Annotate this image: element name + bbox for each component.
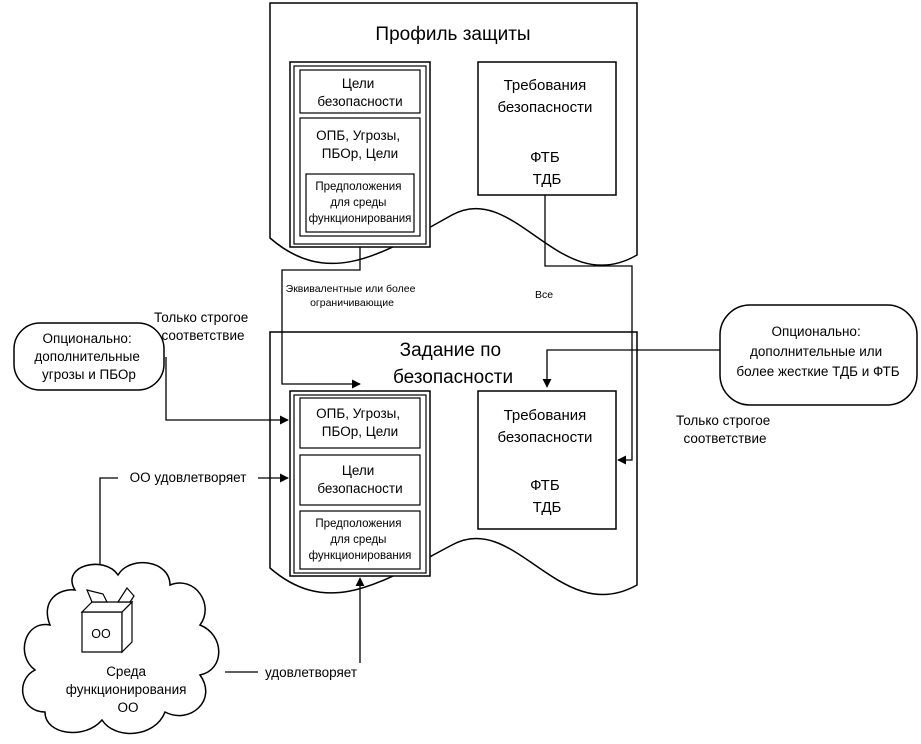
pp-requirements-text: Требования безопасности ФТБ ТДБ <box>498 77 597 188</box>
pp-security-objectives-box <box>299 69 421 114</box>
all-label: Все <box>535 289 553 301</box>
environment-cloud: ОО Среда функционирования ОО <box>21 561 220 735</box>
satisfies-label: удовлетворяет <box>265 665 357 680</box>
pp-title: Профиль защиты <box>375 24 530 45</box>
optional-left-box: Опционально: дополнительные угрозы и ПБО… <box>13 322 165 391</box>
optional-right-box: Опционально: дополнительные или более же… <box>719 304 918 406</box>
st-security-objectives-box <box>299 454 421 506</box>
st-security-objectives-text: Цели безопасности <box>317 463 402 496</box>
all-arrow <box>544 195 633 465</box>
security-target-document: Задание по безопасности ОПБ, Угрозы, ПБО… <box>269 331 638 596</box>
protection-profile-document: Профиль защиты Цели безопасности ОПБ, Уг… <box>269 2 638 266</box>
st-requirements-text: Требования безопасности ФТБ ТДБ <box>498 407 597 516</box>
pp-opb-threats-text: ОПБ, Угрозы, ПБОр, Цели <box>316 128 404 161</box>
st-assumptions-text: Предположения для среды функционирования <box>309 518 412 562</box>
equivalent-arrow <box>281 247 361 389</box>
st-opb-threats-text: ОПБ, Угрозы, ПБОр, Цели <box>316 406 404 439</box>
pp-requirements-box <box>477 61 617 196</box>
optional-left-arrow <box>165 357 289 425</box>
pp-assumptions-text: Предположения для среды функционирования <box>309 181 412 225</box>
svg-text:Опционально: дополнитель: Опционально: дополнительные или более же… <box>736 324 899 379</box>
toe-label: ОО <box>91 627 111 641</box>
toe-box-icon: ОО <box>80 587 135 654</box>
strict-right-label: Только строгое соответствие <box>676 413 774 446</box>
environment-text: Среда функционирования ОО <box>66 664 190 715</box>
svg-text:Опционально: дополнитель: Опционально: дополнительные угрозы и ПБО… <box>34 331 143 382</box>
st-opb-threats-box <box>299 397 421 449</box>
st-assumptions-box <box>299 510 421 570</box>
strict-left-label: Только строгое соответствие <box>154 310 252 343</box>
toe-satisfies-label: ОО удовлетворяет <box>130 470 247 485</box>
st-title: Задание по безопасности <box>393 340 513 388</box>
equivalent-label: Эквивалентные или более ограничивающие <box>286 283 419 309</box>
pp-security-objectives-text: Цели безопасности <box>317 76 402 109</box>
st-requirements-box <box>477 390 617 530</box>
pp-assumptions-box <box>305 173 415 233</box>
labels: Эквивалентные или более ограничивающие В… <box>118 283 774 681</box>
optional-right-arrow <box>542 349 720 388</box>
